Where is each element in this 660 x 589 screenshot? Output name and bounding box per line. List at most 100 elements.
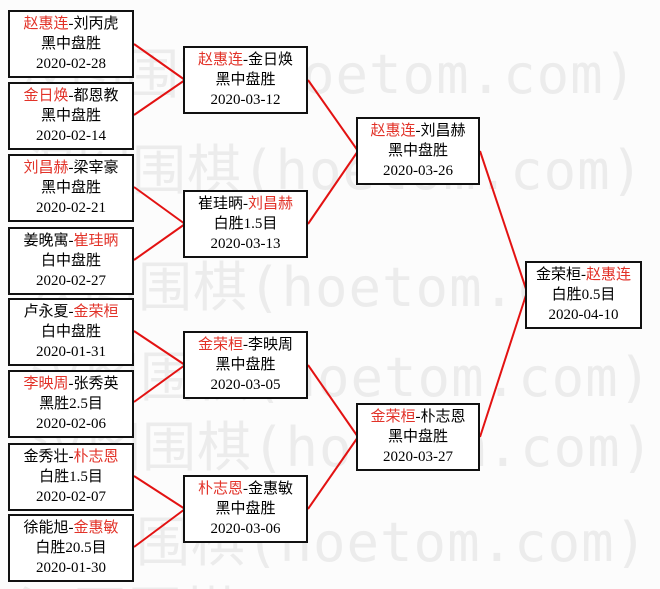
match-box-r1-5: 卢永夏-金荣桓 白中盘胜 2020-01-31 xyxy=(8,298,134,366)
player-right: 朴志恩 xyxy=(73,449,119,465)
match-players: 赵惠连-金日焕 xyxy=(186,50,305,70)
match-date: 2020-01-30 xyxy=(36,560,106,576)
player-right: 金惠敏 xyxy=(73,520,119,536)
player-left: 卢永夏 xyxy=(23,304,69,320)
player-right: 刘丙虎 xyxy=(73,16,119,32)
match-box-r1-4: 姜晚寓-崔珪昞 白中盘胜 2020-02-27 xyxy=(8,227,134,295)
player-left: 徐能旭 xyxy=(23,520,69,536)
match-result: 白中盘胜 xyxy=(40,324,101,340)
name-separator: - xyxy=(243,337,248,353)
name-separator: - xyxy=(68,16,74,32)
match-date: 2020-03-06 xyxy=(210,521,281,537)
player-left: 崔珪昞 xyxy=(197,196,243,212)
watermark: 汉图围棋(hoetom.com) xyxy=(18,568,640,589)
watermark: 汉图围棋(hoetom.com) xyxy=(32,416,655,479)
match-box-r1-6: 李映周-张秀英 黑胜2.5目 2020-02-06 xyxy=(8,370,134,438)
player-right: 金日焕 xyxy=(248,52,294,68)
player-right: 赵惠连 xyxy=(586,267,632,283)
match-box-r1-7: 金秀壮-朴志恩 白胜1.5目 2020-02-07 xyxy=(8,443,134,511)
player-left: 朴志恩 xyxy=(197,481,243,497)
match-players: 金荣桓-朴志恩 xyxy=(359,407,477,427)
match-box-r2-3: 金荣桓-李映周 黑中盘胜 2020-03-05 xyxy=(183,331,308,399)
match-players: 金荣桓-李映周 xyxy=(186,335,305,355)
player-right: 张秀英 xyxy=(73,376,119,392)
match-date: 2020-01-31 xyxy=(36,344,106,360)
match-result: 白胜1.5目 xyxy=(213,216,278,232)
match-box-r2-4: 朴志恩-金惠敏 黑中盘胜 2020-03-06 xyxy=(183,475,308,543)
player-right: 李映周 xyxy=(248,337,294,353)
match-result: 黑中盘胜 xyxy=(40,36,101,52)
match-players: 朴志恩-金惠敏 xyxy=(186,479,305,499)
match-result: 白胜1.5目 xyxy=(39,469,103,485)
player-right: 都恩教 xyxy=(73,88,119,104)
match-players: 赵惠连-刘丙虎 xyxy=(11,14,131,34)
name-separator: - xyxy=(68,520,74,536)
match-date: 2020-02-27 xyxy=(36,273,106,289)
player-right: 刘昌赫 xyxy=(420,123,466,139)
name-separator: - xyxy=(243,52,248,68)
match-result: 白胜20.5目 xyxy=(35,540,107,556)
match-result: 黑胜2.5目 xyxy=(39,396,103,412)
match-result: 黑中盘胜 xyxy=(387,143,448,159)
match-players: 卢永夏-金荣桓 xyxy=(11,302,131,322)
match-box-r1-1: 赵惠连-刘丙虎 黑中盘胜 2020-02-28 xyxy=(8,10,134,78)
name-separator: - xyxy=(243,196,248,212)
name-separator: - xyxy=(415,409,421,425)
name-separator: - xyxy=(68,304,74,320)
name-separator: - xyxy=(68,233,74,249)
name-separator: - xyxy=(243,481,248,497)
match-date: 2020-02-21 xyxy=(36,200,106,216)
match-result: 黑中盘胜 xyxy=(215,72,276,88)
match-players: 金荣桓-赵惠连 xyxy=(528,265,639,285)
match-box-r1-3: 刘昌赫-梁宰豪 黑中盘胜 2020-02-21 xyxy=(8,154,134,222)
match-players: 金日焕-都恩教 xyxy=(11,86,131,106)
player-left: 金荣桓 xyxy=(535,267,581,283)
player-right: 金惠敏 xyxy=(248,481,294,497)
name-separator: - xyxy=(68,376,74,392)
name-separator: - xyxy=(68,160,74,176)
player-left: 金荣桓 xyxy=(370,409,416,425)
name-separator: - xyxy=(68,449,74,465)
player-left: 赵惠连 xyxy=(197,52,243,68)
match-box-sf-2: 金荣桓-朴志恩 黑中盘胜 2020-03-27 xyxy=(356,403,480,471)
match-date: 2020-02-07 xyxy=(36,489,106,505)
match-date: 2020-03-26 xyxy=(383,163,453,179)
match-box-r1-2: 金日焕-都恩教 黑中盘胜 2020-02-14 xyxy=(8,82,134,150)
match-date: 2020-02-28 xyxy=(36,56,106,72)
match-result: 黑中盘胜 xyxy=(387,429,448,445)
match-date: 2020-03-05 xyxy=(210,377,281,393)
player-left: 赵惠连 xyxy=(370,123,416,139)
player-left: 金日焕 xyxy=(23,88,69,104)
match-result: 黑中盘胜 xyxy=(40,180,101,196)
player-left: 金秀壮 xyxy=(23,449,69,465)
match-players: 徐能旭-金惠敏 xyxy=(11,518,131,538)
match-players: 刘昌赫-梁宰豪 xyxy=(11,158,131,178)
player-right: 刘昌赫 xyxy=(248,196,294,212)
match-result: 黑中盘胜 xyxy=(215,501,276,517)
match-result: 白胜0.5目 xyxy=(551,287,616,303)
match-date: 2020-03-12 xyxy=(210,92,281,108)
player-right: 梁宰豪 xyxy=(73,160,119,176)
player-right: 朴志恩 xyxy=(420,409,466,425)
player-left: 金荣桓 xyxy=(197,337,243,353)
match-result: 黑中盘胜 xyxy=(40,108,101,124)
name-separator: - xyxy=(581,267,586,283)
player-right: 崔珪昞 xyxy=(73,233,119,249)
player-left: 赵惠连 xyxy=(23,16,69,32)
match-date: 2020-04-10 xyxy=(548,307,619,323)
match-date: 2020-02-14 xyxy=(36,128,106,144)
match-date: 2020-03-13 xyxy=(210,236,281,252)
match-date: 2020-03-27 xyxy=(383,449,453,465)
match-box-r1-8: 徐能旭-金惠敏 白胜20.5目 2020-01-30 xyxy=(8,514,134,582)
name-separator: - xyxy=(68,88,74,104)
match-box-r2-2: 崔珪昞-刘昌赫 白胜1.5目 2020-03-13 xyxy=(183,190,308,258)
match-box-final: 金荣桓-赵惠连 白胜0.5目 2020-04-10 xyxy=(525,261,642,329)
match-result: 白中盘胜 xyxy=(40,253,101,269)
match-players: 赵惠连-刘昌赫 xyxy=(359,121,477,141)
match-players: 姜晚寓-崔珪昞 xyxy=(11,231,131,251)
player-left: 李映周 xyxy=(23,376,69,392)
match-date: 2020-02-06 xyxy=(36,416,106,432)
player-right: 金荣桓 xyxy=(73,304,119,320)
